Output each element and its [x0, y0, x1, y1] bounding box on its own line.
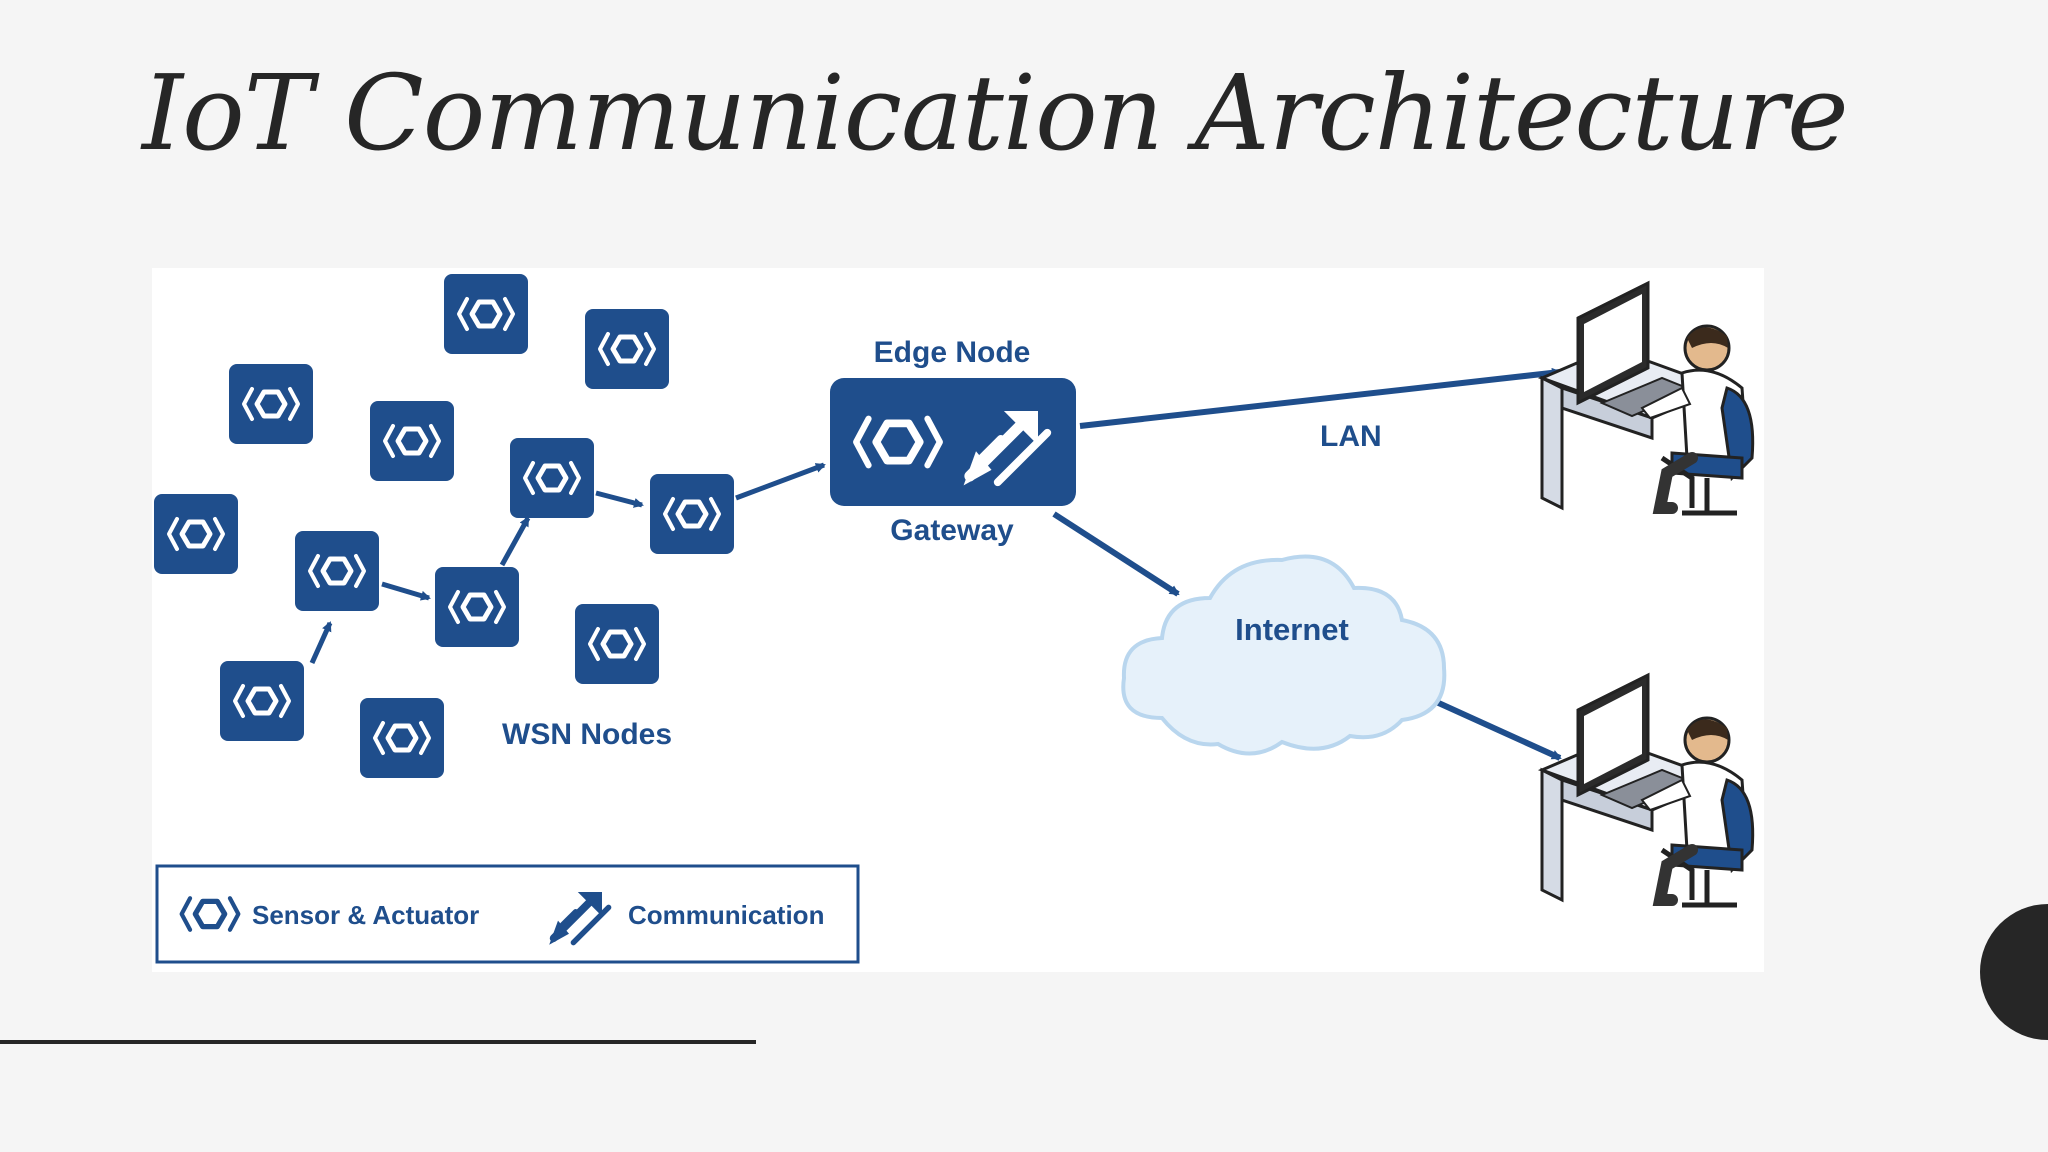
lan-workstation	[1542, 283, 1753, 513]
workstation-user-icon	[1542, 283, 1753, 513]
sensor-node	[575, 604, 659, 684]
sensor-node	[650, 474, 734, 554]
legend-communication: Communication	[628, 900, 824, 930]
gateway-label: Gateway	[890, 514, 1014, 547]
sensor-node	[360, 698, 444, 778]
legend: Sensor & Actuator Communication	[155, 864, 860, 964]
slide-title: IoT Communication Architecture	[142, 52, 1849, 174]
edge-node-gateway: Edge Node Gateway	[830, 336, 1076, 547]
sensor-node	[370, 401, 454, 481]
internet-cloud: Internet	[1121, 554, 1447, 756]
wsn-nodes-label: WSN Nodes	[502, 718, 672, 751]
diagram-panel: WSN Nodes Edge Node Gateway LAN Internet…	[152, 268, 1764, 972]
wsn-links	[309, 462, 826, 665]
sensor-node	[444, 274, 528, 354]
sensor-node	[295, 531, 379, 611]
wsn-nodes	[154, 274, 734, 778]
cloud-icon	[1121, 554, 1447, 756]
workstation-user-icon	[1542, 675, 1753, 905]
internet-label: Internet	[1235, 612, 1349, 647]
sensor-node	[435, 567, 519, 647]
sensor-node	[154, 494, 238, 574]
sensor-node	[229, 364, 313, 444]
network-links	[1052, 367, 1562, 761]
edge-node-label: Edge Node	[874, 336, 1031, 369]
sensor-node	[585, 309, 669, 389]
decorative-circle	[1980, 904, 2048, 1040]
sensor-node	[510, 438, 594, 518]
divider-line	[0, 1040, 756, 1044]
lan-label: LAN	[1320, 420, 1382, 453]
iot-architecture-diagram: WSN Nodes Edge Node Gateway LAN Internet…	[154, 274, 1764, 964]
sensor-node	[220, 661, 304, 741]
legend-sensor-actuator: Sensor & Actuator	[252, 900, 479, 930]
internet-workstation	[1542, 675, 1753, 905]
